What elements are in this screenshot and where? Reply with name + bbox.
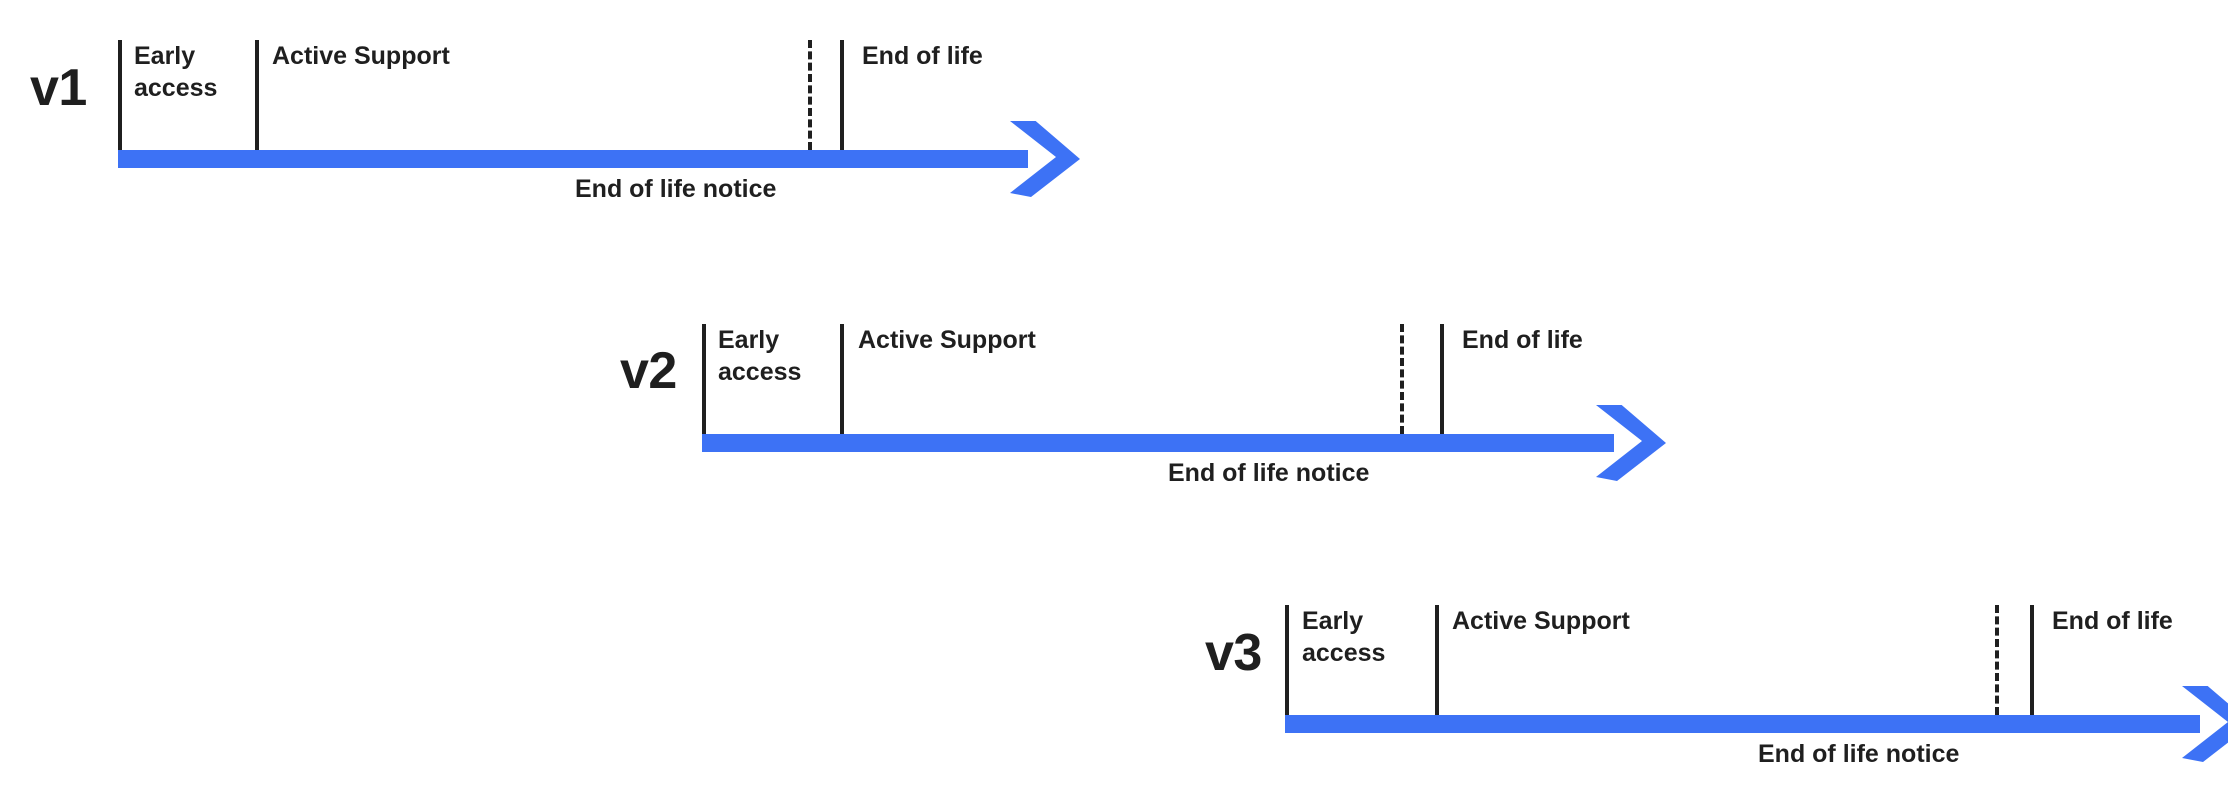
bar-caption-v1: End of life notice (575, 175, 777, 203)
timeline-bar-v1 (118, 150, 1028, 168)
phase-divider-start-v1 (118, 40, 122, 150)
phase-label-end-of-life-v2: End of life (1462, 326, 1583, 354)
phase-divider-active-support-v3 (1435, 605, 1439, 715)
eol-notice-marker-v3 (1995, 605, 1999, 715)
timeline-bar-v2 (702, 434, 1614, 452)
eol-notice-marker-v2 (1400, 324, 1404, 434)
phase-divider-end-of-life-v3 (2030, 605, 2034, 715)
version-label-v3: v3 (1205, 624, 1262, 682)
arrow-right-icon-v1 (1010, 121, 1080, 197)
timeline-bar-v3 (1285, 715, 2200, 733)
phase-label-early-access-v1: Early access (134, 42, 218, 102)
phase-label-active-support-v1: Active Support (272, 42, 450, 70)
eol-notice-marker-v1 (808, 40, 812, 150)
version-label-v1: v1 (30, 59, 87, 117)
phase-divider-active-support-v1 (255, 40, 259, 150)
arrow-right-icon-v2 (1596, 405, 1666, 481)
phase-label-early-access-v3: Early access (1302, 607, 1386, 667)
phase-label-active-support-v2: Active Support (858, 326, 1036, 354)
bar-caption-v3: End of life notice (1758, 740, 1960, 768)
phase-divider-end-of-life-v2 (1440, 324, 1444, 434)
phase-label-end-of-life-v3: End of life (2052, 607, 2173, 635)
phase-label-active-support-v3: Active Support (1452, 607, 1630, 635)
bar-caption-v2: End of life notice (1168, 459, 1370, 487)
arrow-right-icon-v3 (2182, 686, 2228, 762)
phase-divider-end-of-life-v1 (840, 40, 844, 150)
version-label-v2: v2 (620, 342, 677, 400)
phase-divider-active-support-v2 (840, 324, 844, 434)
phase-label-early-access-v2: Early access (718, 326, 802, 386)
phase-label-end-of-life-v1: End of life (862, 42, 983, 70)
phase-divider-start-v3 (1285, 605, 1289, 715)
phase-divider-start-v2 (702, 324, 706, 434)
